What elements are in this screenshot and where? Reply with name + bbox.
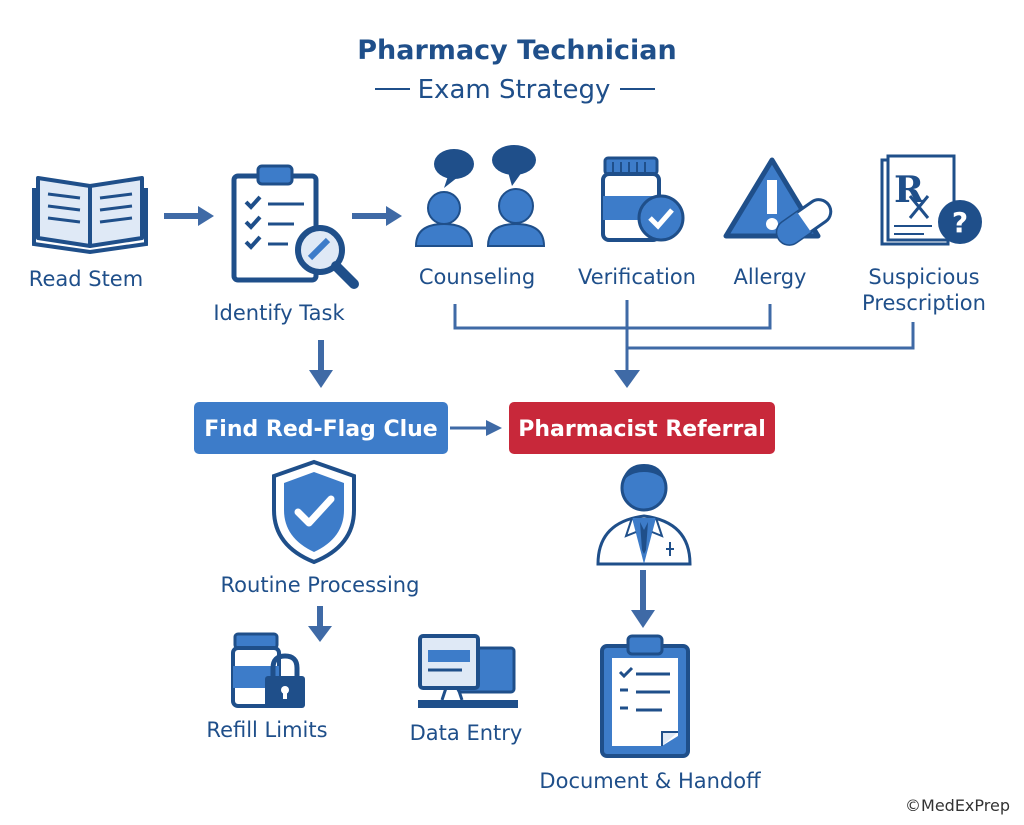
label-routine-processing: Routine Processing <box>221 573 420 597</box>
label-suspicious-line1: Suspicious <box>868 265 979 289</box>
arrow-routine-to-refill-head <box>308 626 332 642</box>
arrow-identify-to-counseling-head <box>386 206 402 226</box>
rx-question-icon: R ? <box>880 154 982 246</box>
label-refill-limits: Refill Limits <box>206 718 327 742</box>
bracket-counseling-allergy <box>453 304 772 330</box>
arrow-to-referral-head <box>614 370 640 388</box>
find-red-flag-label: Find Red-Flag Clue <box>204 417 437 442</box>
arrow-read-to-identify-head <box>198 206 214 226</box>
warning-pill-icon <box>723 157 833 246</box>
diagram-subtitle: Exam Strategy <box>418 75 611 105</box>
pharmacist-icon <box>596 464 692 566</box>
label-data-entry: Data Entry <box>410 721 523 745</box>
label-suspicious-line2: Prescription <box>862 291 986 315</box>
find-red-flag-box <box>194 402 448 454</box>
arrow-identify-to-redflag-head <box>309 370 333 388</box>
pharmacist-referral-label: Pharmacist Referral <box>518 417 766 442</box>
shield-check-icon <box>272 459 356 565</box>
copyright-mark: ©MedExPrep <box>905 796 1010 815</box>
arrow-pharmacist-to-document-head <box>631 610 655 628</box>
arrow-redflag-to-referral-head <box>486 420 502 436</box>
label-counseling: Counseling <box>419 265 535 289</box>
computer-icon <box>418 634 518 708</box>
clipboard-list-icon <box>600 634 690 758</box>
svg-text:?: ? <box>952 206 968 239</box>
clipboard-magnifier-icon <box>231 164 359 289</box>
bracket-suspicious <box>627 322 915 350</box>
pharmacist-referral-box <box>509 402 775 454</box>
label-identify-task: Identify Task <box>213 301 345 325</box>
people-speech-icon <box>414 145 546 247</box>
label-document-handoff: Document & Handoff <box>539 769 761 793</box>
diagram-title: Pharmacy Technician <box>357 35 676 66</box>
pill-bottle-check-icon <box>601 156 685 242</box>
label-read-stem: Read Stem <box>29 267 143 291</box>
label-allergy: Allergy <box>734 265 807 289</box>
bottle-lock-icon <box>231 632 305 708</box>
open-book-icon <box>32 176 148 255</box>
label-verification: Verification <box>578 265 696 289</box>
